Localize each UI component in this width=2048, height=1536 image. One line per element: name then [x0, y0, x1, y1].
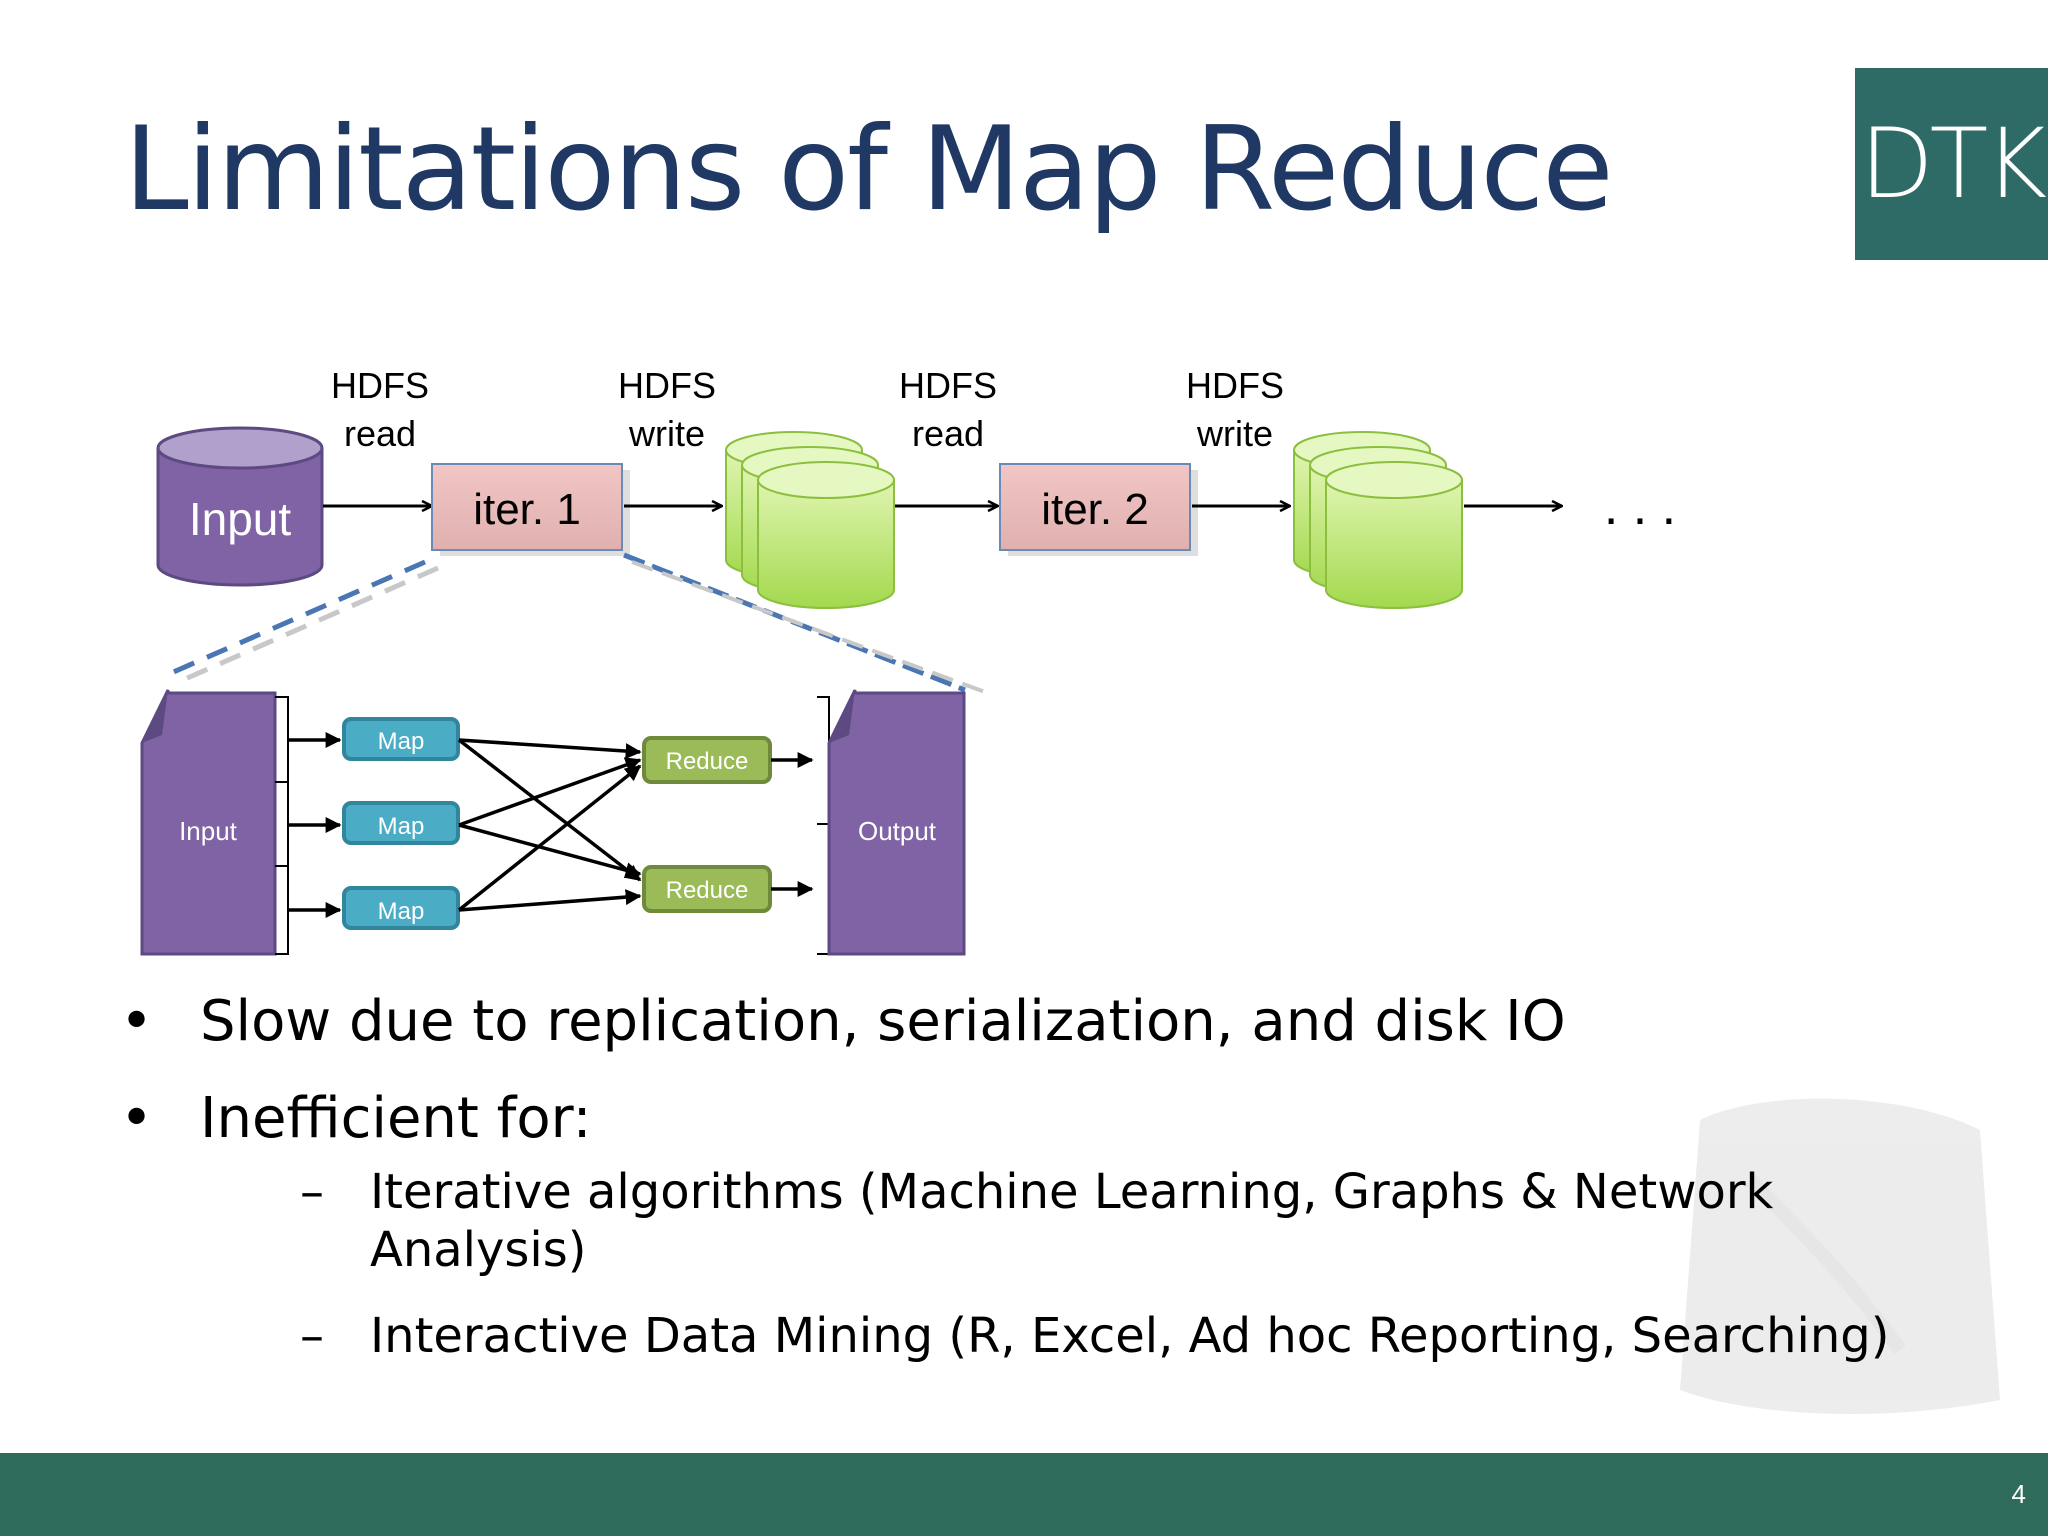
zoom-line-left [160, 559, 427, 680]
hdfs-label-3: HDFS read [899, 365, 997, 454]
hdfs-label-2-line2: write [628, 413, 705, 454]
page-number: 4 [2011, 1479, 2026, 1509]
iter2-label: iter. 2 [1041, 485, 1149, 534]
map-box-2: Map [342, 801, 460, 845]
sub-bullet-interactive: Interactive Data Mining (R, Excel, Ad ho… [200, 1308, 1920, 1366]
bullet-list: Slow due to replication, serialization, … [120, 988, 1920, 1395]
iter1-label: iter. 1 [473, 485, 581, 534]
detail-output-block: Output [817, 689, 966, 956]
hdfs-label-3-line1: HDFS [899, 365, 997, 406]
detail-input-block: Input [140, 689, 289, 956]
bullet-slow-text: Slow due to replication, serialization, … [200, 989, 1566, 1054]
detail-input-label: Input [179, 816, 238, 846]
zoom-line-left-shadow [174, 565, 440, 686]
detail-output-label: Output [858, 816, 937, 846]
map-label-3: Map [378, 898, 425, 925]
input-cylinder-label: Input [189, 493, 292, 545]
hdfs-label-2: HDFS write [618, 365, 716, 454]
reduce-label-2: Reduce [666, 877, 749, 904]
sub-bullet-iterative-text: Iterative algorithms (Machine Learning, … [370, 1164, 1774, 1278]
sub-bullet-interactive-text: Interactive Data Mining (R, Excel, Ad ho… [370, 1307, 1890, 1364]
hdfs-label-1: HDFS read [331, 365, 429, 454]
hdfs-label-1-line2: read [344, 413, 416, 454]
bullet-inefficient-text: Inefficient for: [200, 1086, 592, 1152]
dtk-logo: DTK [1855, 68, 2048, 260]
input-cylinder: Input [156, 426, 324, 587]
sub-bullet-list: Iterative algorithms (Machine Learning, … [200, 1164, 1920, 1365]
footer-bar: 4 [0, 1453, 2048, 1536]
reduce-label-1: Reduce [666, 748, 749, 775]
iter1-box: iter. 1 [431, 463, 630, 556]
bullet-inefficient: Inefficient for: Iterative algorithms (M… [120, 1085, 1920, 1365]
hdfs-label-1-line1: HDFS [331, 365, 429, 406]
iter2-box: iter. 2 [999, 463, 1198, 556]
map-box-1: Map [342, 717, 460, 761]
hdfs-label-3-line2: read [912, 413, 984, 454]
hdfs-label-4: HDFS write [1186, 365, 1284, 454]
shuffle-arrows [457, 738, 642, 912]
reduce-box-1: Reduce [642, 736, 772, 784]
reduce-box-2: Reduce [642, 865, 772, 913]
storage-cylinders-2 [1293, 431, 1463, 609]
slide-title: Limitations of Map Reduce [124, 102, 1614, 237]
hdfs-label-4-line1: HDFS [1186, 365, 1284, 406]
storage-cylinders-1 [725, 431, 895, 609]
sub-bullet-iterative: Iterative algorithms (Machine Learning, … [200, 1164, 1920, 1279]
map-label-2: Map [378, 813, 425, 840]
hdfs-label-2-line1: HDFS [618, 365, 716, 406]
map-label-1: Map [378, 728, 425, 755]
bullet-slow: Slow due to replication, serialization, … [120, 988, 1920, 1055]
ellipsis-text: . . . [1604, 478, 1676, 536]
map-box-3: Map [342, 886, 460, 930]
hdfs-label-4-line2: write [1196, 413, 1273, 454]
